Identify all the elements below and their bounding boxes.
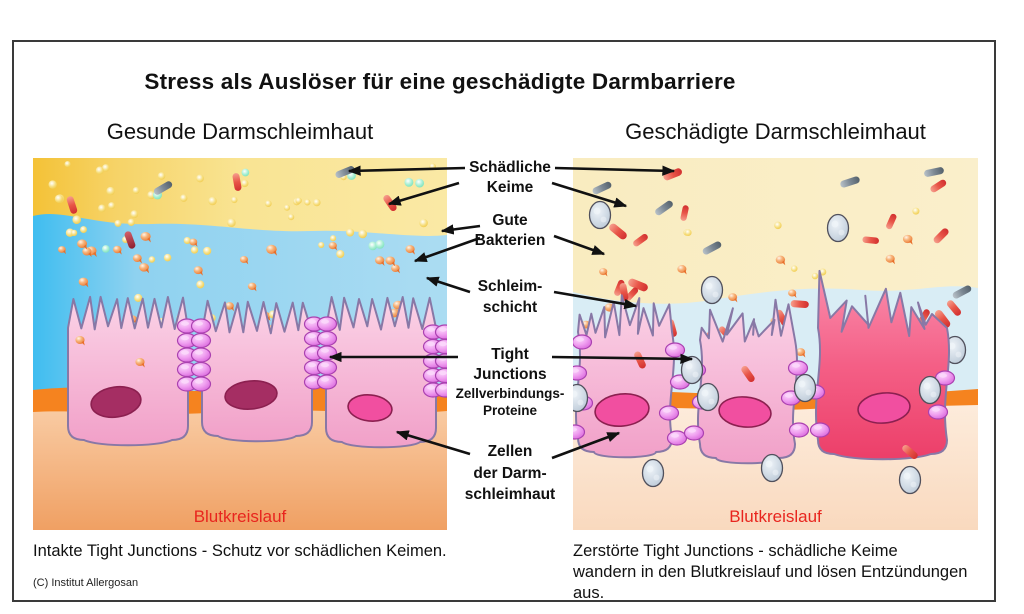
label-line: Zellen: [487, 443, 533, 460]
label-line: schicht: [482, 299, 538, 316]
bloodstream-label-left: Blutkreislauf: [193, 507, 287, 526]
label-line: Schädliche: [469, 159, 551, 176]
label-line: der Darm-: [473, 464, 547, 482]
label-line: Proteine: [482, 403, 537, 418]
label-line: schleimhaut: [464, 486, 556, 503]
panel-healthy: [33, 158, 447, 530]
label-line: Keime: [486, 179, 534, 196]
label-tight-junctions: Tight Junctions Zellverbindungs- Protein…: [447, 345, 573, 419]
heading-healthy-mucosa: Gesunde Darmschleimhaut: [106, 119, 374, 144]
caption-line: wandern in den Blutkreislauf und lösen E…: [573, 563, 968, 602]
heading-damaged-mucosa: Geschädigte Darmschleimhaut: [625, 119, 926, 144]
label-line: Tight: [491, 346, 529, 363]
diagram-canvas: [33, 158, 978, 530]
label-mucus-layer: Schleim- schicht: [447, 276, 573, 318]
label-line: Gute: [492, 212, 528, 229]
label-line: Bakterien: [474, 232, 546, 249]
label-good-bacteria: Gute Bakterien: [447, 211, 573, 251]
copyright-note: (C) Institut Allergosan: [33, 577, 139, 589]
panel-damaged: [573, 158, 978, 530]
label-mucosa-cells: Zellen der Darm- schleimhaut: [447, 441, 573, 506]
caption-line: Zerstörte Tight Junctions - schädliche K…: [573, 542, 898, 560]
label-line: Zellverbindungs-: [455, 386, 565, 401]
caption-healthy: Intakte Tight Junctions - Schutz vor sch…: [33, 542, 447, 560]
caption-damaged: Zerstörte Tight Junctions - schädliche K…: [573, 541, 993, 604]
annotation-arrows: [328, 165, 694, 460]
label-line: Junctions: [473, 366, 547, 383]
label-harmful-germs: Schädliche Keime: [447, 158, 573, 198]
bloodstream-label-right: Blutkreislauf: [729, 507, 822, 526]
page-title: Stress als Auslöser für eine geschädigte…: [144, 69, 736, 94]
label-line: Schleim-: [477, 278, 543, 295]
